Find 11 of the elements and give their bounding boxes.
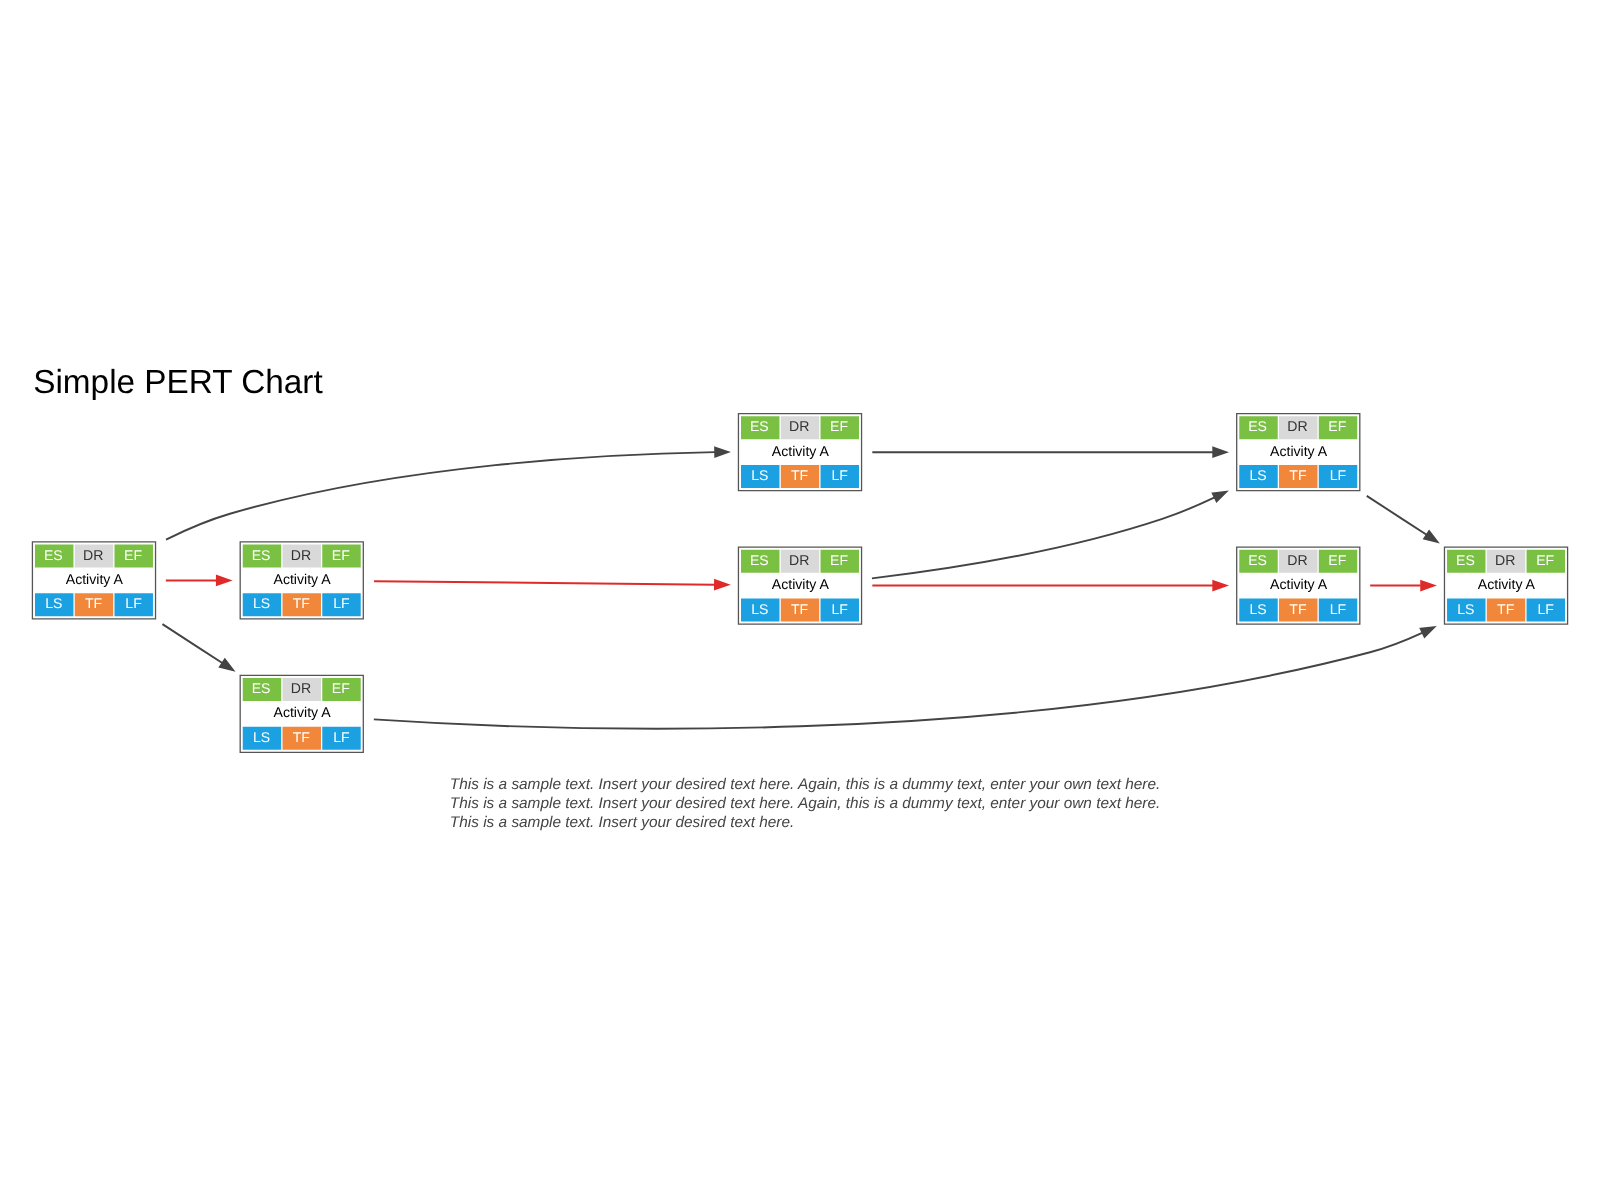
diagram-title: Simple PERT Chart	[33, 361, 323, 400]
arrow	[165, 445, 731, 540]
arrow	[1365, 493, 1440, 543]
arrow	[871, 489, 1229, 579]
arrow	[871, 445, 1229, 458]
arrow	[871, 578, 1229, 591]
arrow	[161, 622, 236, 671]
arrow	[1369, 578, 1437, 591]
arrow	[164, 573, 233, 586]
arrow	[373, 577, 731, 590]
arrow	[372, 624, 1437, 729]
